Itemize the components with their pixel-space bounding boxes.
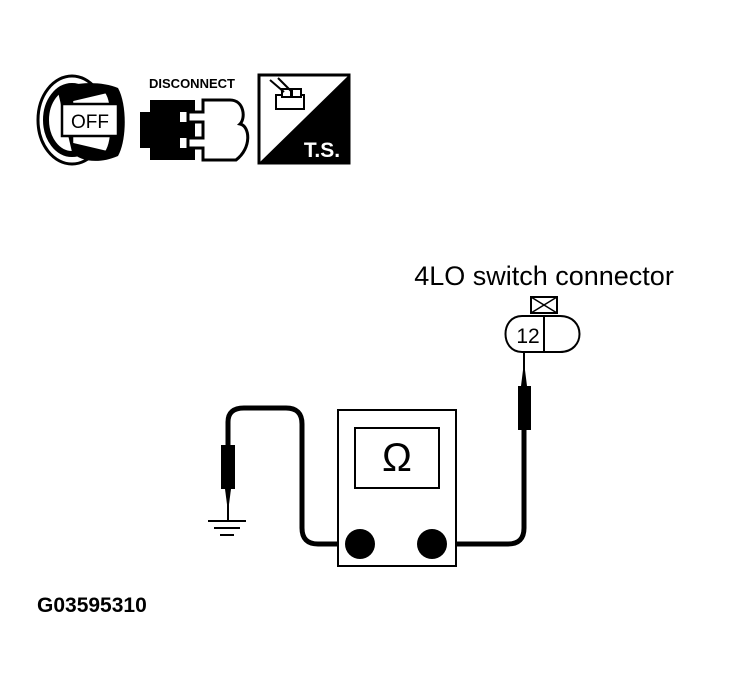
test-leads <box>225 405 527 547</box>
ignition-off-icon: OFF <box>36 74 125 166</box>
figure-code: G03595310 <box>37 594 147 617</box>
disconnect-icon: DISCONNECT <box>140 76 250 162</box>
ohmmeter-symbol: Ω <box>382 436 412 480</box>
troubleshoot-text: T.S. <box>304 139 340 162</box>
probe-left <box>221 445 235 520</box>
meter-terminal-left <box>345 529 375 559</box>
connector-label: 4LO switch connector <box>414 261 674 291</box>
troubleshoot-icon: T.S. <box>257 73 351 165</box>
ohmmeter: Ω <box>337 409 457 567</box>
meter-terminal-right <box>417 529 447 559</box>
disconnect-label: DISCONNECT <box>149 76 235 91</box>
probe-right <box>518 352 531 430</box>
connector-4lo-switch: 12 <box>504 296 581 353</box>
connector-probe-icon <box>269 77 305 110</box>
connector-pins: 12 <box>516 325 539 348</box>
ignition-off-text: OFF <box>71 112 109 133</box>
ground-icon <box>208 520 246 536</box>
